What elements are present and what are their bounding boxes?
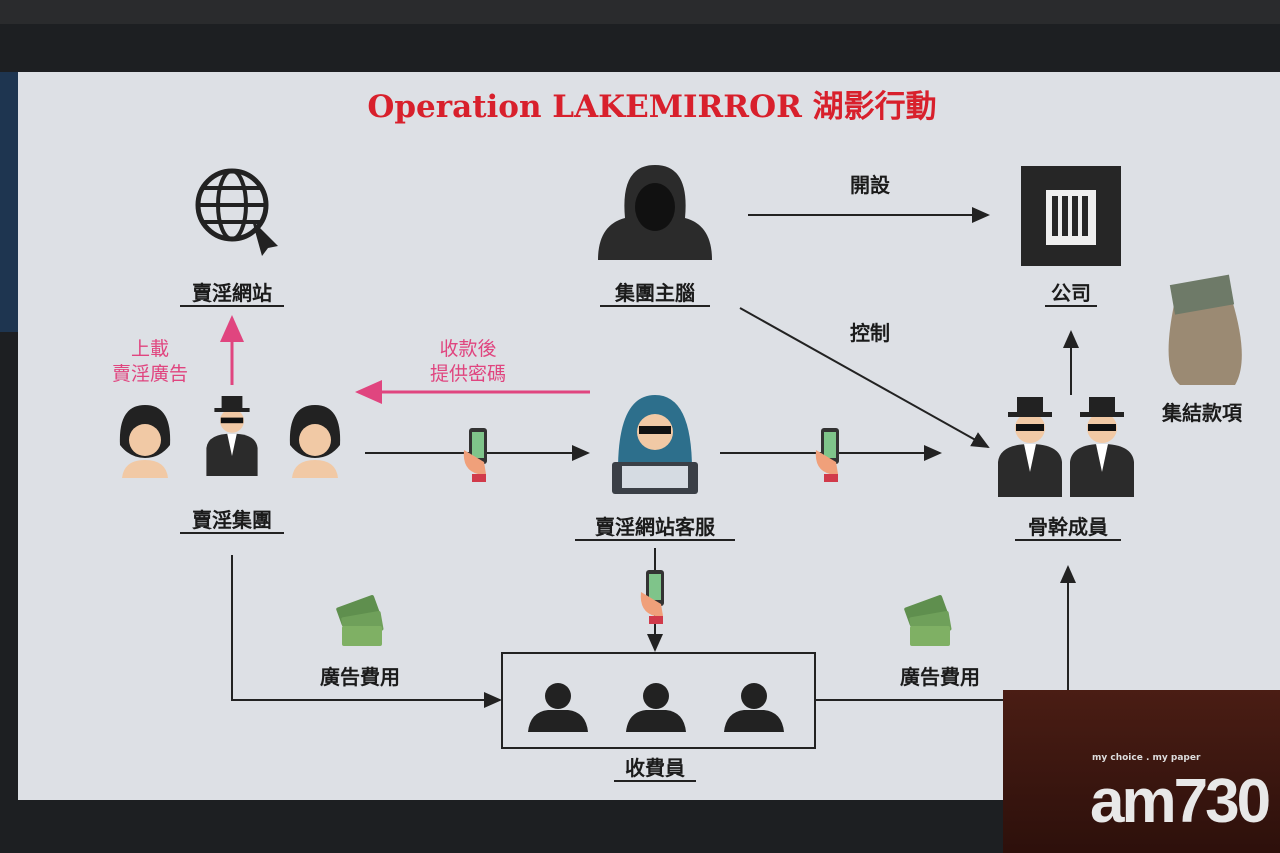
woman-icon — [289, 405, 341, 478]
watermark-tagline: my choice . my paper — [1092, 753, 1201, 763]
podium — [1003, 690, 1280, 853]
slide-title: Operation LAKEMIRROR 湖影行動 — [367, 89, 936, 125]
edge-ad-fee-left: 廣告費用 — [320, 665, 400, 689]
node-company: 公司 — [1051, 281, 1091, 305]
globe-icon — [195, 168, 278, 256]
watermark-brand: am730 — [1090, 767, 1271, 836]
edge-establish: 開設 — [850, 173, 891, 197]
node-pooled-funds: 集結款項 — [1161, 401, 1243, 425]
node-core-members: 骨幹成員 — [1028, 515, 1108, 539]
building-icon — [1021, 166, 1121, 266]
hooded-mastermind-icon — [598, 165, 712, 260]
edge-control: 控制 — [850, 321, 890, 345]
edge-ad-fee-right: 廣告費用 — [900, 665, 980, 689]
node-mastermind: 集團主腦 — [614, 281, 695, 305]
woman-icon — [119, 405, 171, 478]
node-syndicate: 賣淫集團 — [192, 508, 272, 532]
password-label-1: 收款後 — [439, 338, 496, 360]
am730-watermark: my choice . my paper am730 — [1090, 752, 1271, 837]
upload-label-2: 賣淫廣告 — [112, 363, 188, 385]
money-bag-icon — [1168, 274, 1242, 385]
upload-label-1: 上載 — [131, 338, 169, 360]
password-label-2: 提供密碼 — [430, 363, 506, 385]
node-collectors: 收費員 — [625, 756, 685, 780]
hacker-icon — [612, 395, 698, 494]
node-website: 賣淫網站 — [192, 281, 272, 305]
node-customer-service: 賣淫網站客服 — [595, 515, 716, 539]
